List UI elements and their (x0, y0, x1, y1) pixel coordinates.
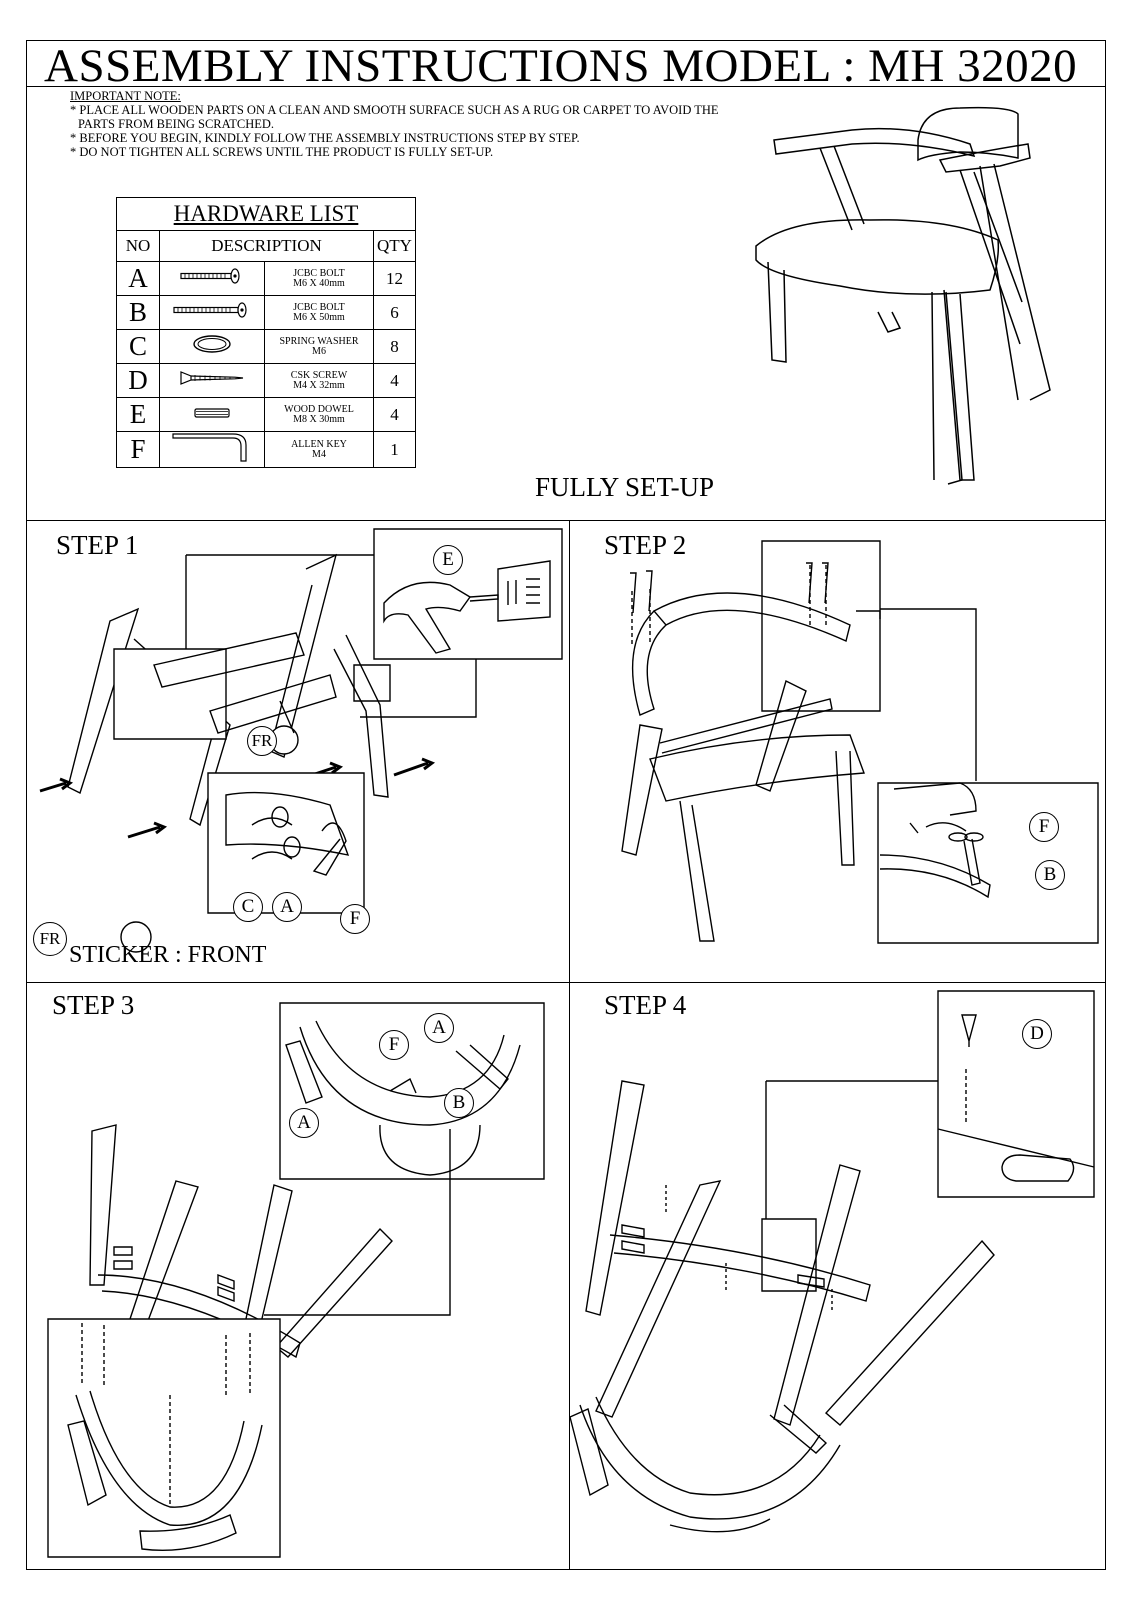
col-qty-header: QTY (373, 230, 416, 262)
hardware-no: D (116, 363, 160, 398)
callout-a: A (289, 1108, 319, 1138)
hardware-no: B (116, 295, 160, 330)
important-notes: IMPORTANT NOTE: * PLACE ALL WOODEN PARTS… (70, 89, 870, 159)
callout-fr: FR (247, 726, 277, 756)
step-3-illustration (30, 985, 565, 1570)
col-no-header: NO (116, 230, 160, 262)
hardware-no: E (116, 397, 160, 432)
callout-f: F (1029, 812, 1059, 842)
sticker-caption: STICKER : FRONT (69, 942, 267, 968)
bolt-50-icon (159, 295, 265, 330)
callout-f: F (340, 904, 370, 934)
hardware-qty: 12 (373, 261, 416, 296)
step-2-label: STEP 2 (604, 530, 687, 560)
step-1-label: STEP 1 (56, 530, 139, 560)
callout-b: B (444, 1088, 474, 1118)
hardware-qty: 4 (373, 397, 416, 432)
note-line: * DO NOT TIGHTEN ALL SCREWS UNTIL THE PR… (70, 145, 494, 159)
callout-d: D (1022, 1019, 1052, 1049)
page-title: ASSEMBLY INSTRUCTIONS MODEL : MH 32020 (44, 40, 1078, 92)
title-divider (26, 86, 1106, 87)
hardware-no: C (116, 329, 160, 364)
hardware-list-table: HARDWARE LIST NO DESCRIPTION QTY A JCBC … (116, 197, 416, 468)
notes-heading: IMPORTANT NOTE: (70, 89, 181, 103)
step-4-label: STEP 4 (604, 990, 687, 1020)
hardware-qty: 8 (373, 329, 416, 364)
section-divider (26, 520, 1106, 521)
section-divider (569, 520, 570, 1570)
callout-b: B (1035, 860, 1065, 890)
hardware-qty: 6 (373, 295, 416, 330)
note-line: * BEFORE YOU BEGIN, KINDLY FOLLOW THE AS… (70, 131, 580, 145)
col-description-header: DESCRIPTION (159, 230, 374, 262)
hardware-qty: 1 (373, 431, 416, 468)
callout-f: F (379, 1030, 409, 1060)
callout-c: C (233, 892, 263, 922)
step-2-illustration (570, 525, 1105, 975)
page-frame (26, 40, 1106, 1570)
step-3-label: STEP 3 (52, 990, 135, 1020)
fr-sticker-badge: FR (33, 922, 67, 956)
callout-a: A (272, 892, 302, 922)
hardware-qty: 4 (373, 363, 416, 398)
hardware-no: F (116, 431, 160, 468)
callout-a: A (424, 1013, 454, 1043)
hardware-no: A (116, 261, 160, 296)
wood-dowel-icon (159, 397, 265, 432)
note-line: PARTS FROM BEING SCRATCHED. (78, 117, 275, 131)
hardware-list-title: HARDWARE LIST (116, 197, 416, 231)
fully-setup-caption: FULLY SET-UP (535, 472, 715, 502)
allen-key-icon (159, 431, 265, 468)
step-1-illustration (30, 525, 565, 975)
note-line: * PLACE ALL WOODEN PARTS ON A CLEAN AND … (70, 103, 719, 117)
section-divider (26, 982, 1106, 983)
callout-e: E (433, 545, 463, 575)
bolt-40-icon (159, 261, 265, 296)
step-4-illustration (570, 985, 1105, 1570)
spring-washer-icon (159, 329, 265, 364)
assembled-chair-illustration (760, 100, 1090, 500)
csk-screw-icon (159, 363, 265, 398)
